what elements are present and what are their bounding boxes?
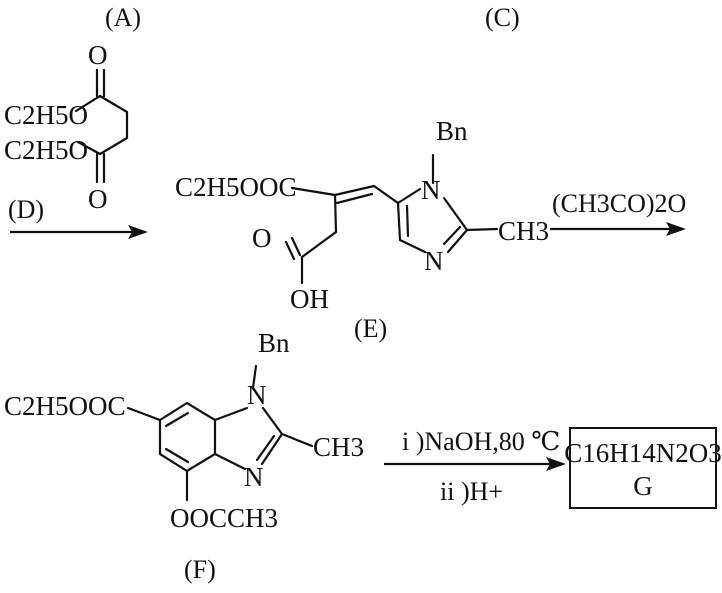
reaction-arrow-3 xyxy=(384,457,566,471)
imidazole-N1-F: N xyxy=(247,380,267,410)
product-G-formula: C16H14N2O3 xyxy=(564,438,722,468)
arrow2-reagent: (CH3CO)2O xyxy=(552,189,686,218)
compound-F-structure: C2H5OOC N N Bn CH3 OOCCH3 xyxy=(4,328,364,533)
label-C: (C) xyxy=(485,3,520,32)
benzyl-group-F: Bn xyxy=(258,328,290,358)
label-D: (D) xyxy=(8,195,44,224)
carbonyl-oxygen-top: O xyxy=(88,40,108,70)
ester-group-E: C2H5OOC xyxy=(175,172,297,202)
acid-hydroxyl: OH xyxy=(290,284,329,314)
reaction-arrow-1 xyxy=(10,225,148,239)
arrow3-step2: ii )H+ xyxy=(440,477,503,506)
arrow3-step1: i )NaOH,80 ℃ xyxy=(402,427,560,456)
label-E: (E) xyxy=(354,314,387,343)
benzyl-group-E: Bn xyxy=(436,116,468,146)
imidazole-N1-E: N xyxy=(421,175,441,205)
imidazole-N3-F: N xyxy=(244,462,264,492)
compound-E-structure: C2H5OOC O OH N N Bn CH3 xyxy=(175,116,549,314)
acid-oxygen: O xyxy=(252,223,272,253)
imidazole-N3-E: N xyxy=(424,246,444,276)
reaction-arrow-2 xyxy=(550,222,686,236)
methyl-group-E: CH3 xyxy=(498,216,549,246)
product-G-box: C16H14N2O3 G xyxy=(564,427,722,509)
acetoxy-group-F: OOCCH3 xyxy=(170,503,278,533)
ethoxy-group-top: C2H5O xyxy=(4,100,88,130)
methyl-group-F: CH3 xyxy=(313,432,364,462)
ethoxy-group-bottom: C2H5O xyxy=(4,135,88,165)
product-G-name: G xyxy=(633,471,653,501)
reagent-A-structure: O O C2H5O C2H5O xyxy=(4,40,129,214)
carbonyl-oxygen-bottom: O xyxy=(88,184,108,214)
label-A: (A) xyxy=(105,3,141,32)
label-F: (F) xyxy=(184,555,216,584)
ester-group-F: C2H5OOC xyxy=(4,391,126,421)
